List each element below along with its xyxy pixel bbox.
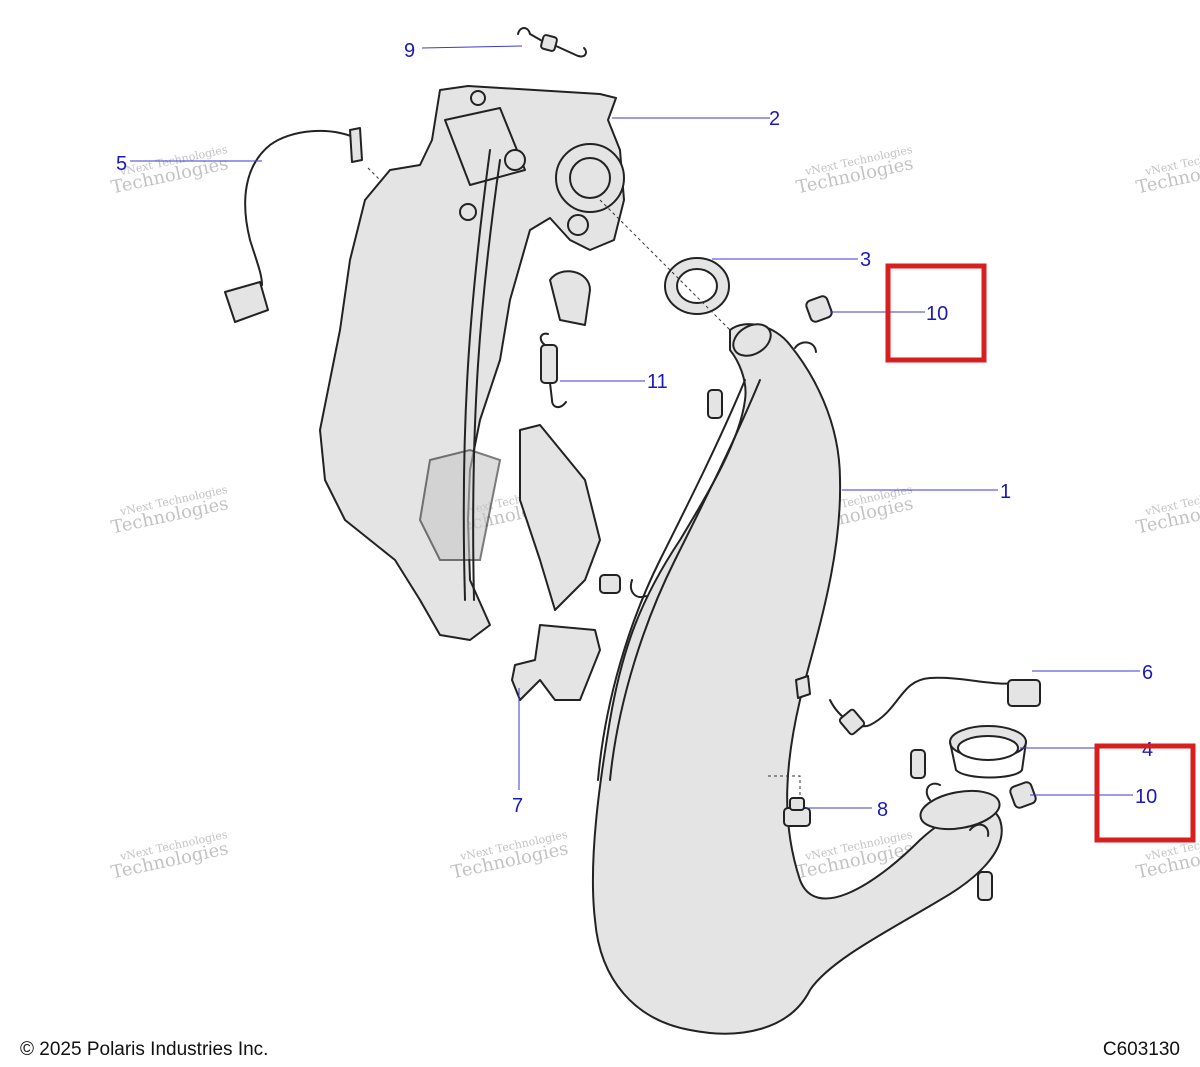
heat-shield-bracket — [519, 270, 601, 611]
spring-pipe-lower — [910, 749, 926, 779]
watermark: vNext Technologies Technologies — [1134, 828, 1200, 884]
watermark: vNext Technologies Technologies — [794, 143, 915, 199]
watermark: vNext Technologies Technologies — [1134, 143, 1200, 199]
callout-10-lower[interactable]: 10 — [1135, 786, 1157, 808]
spring-10-upper — [805, 295, 833, 323]
watermark: vNext Technologies Technologies — [109, 483, 230, 539]
spring-pipe-left — [707, 389, 723, 419]
highlight-box-10-lower — [1094, 743, 1196, 843]
nut — [599, 574, 647, 598]
gasket-3 — [664, 257, 730, 315]
callouts: 9 2 5 3 10 11 1 6 4 10 7 8 — [116, 40, 1157, 821]
callout-8[interactable]: 8 — [877, 799, 888, 821]
alignment-dash-line — [599, 199, 731, 331]
copyright-notice: © 2025 Polaris Industries Inc. — [20, 1039, 269, 1060]
watermark: vNext Technologies Technologies — [1134, 483, 1200, 539]
callout-10-upper[interactable]: 10 — [926, 303, 948, 325]
spring-11 — [539, 332, 567, 408]
callout-5[interactable]: 5 — [116, 153, 127, 175]
heat-shield-7 — [511, 624, 601, 701]
watermark: vNext Technologies Technologies — [449, 828, 570, 884]
callout-6[interactable]: 6 — [1142, 662, 1153, 684]
muffler-body — [319, 85, 625, 641]
callout-2[interactable]: 2 — [769, 108, 780, 130]
o2-sensor-6 — [795, 675, 1041, 736]
callout-9[interactable]: 9 — [404, 40, 415, 62]
highlight-box-10-upper — [885, 263, 987, 363]
exhaust-pipe — [591, 323, 1003, 1035]
callout-4[interactable]: 4 — [1142, 739, 1153, 761]
spring-pipe-bottom — [977, 871, 993, 901]
leader-lines — [130, 45, 1140, 809]
callout-3[interactable]: 3 — [860, 249, 871, 271]
spring-10-lower — [1009, 781, 1037, 809]
watermark: vNext Technologies Technologies — [109, 828, 230, 884]
callout-1[interactable]: 1 — [1000, 481, 1011, 503]
callout-7[interactable]: 7 — [512, 795, 523, 817]
spring-9 — [517, 27, 587, 58]
gasket-4 — [949, 725, 1027, 779]
diagram-code: C603130 — [1102, 1039, 1180, 1060]
o2-sensor-5 — [224, 127, 381, 323]
callout-11[interactable]: 11 — [647, 371, 668, 393]
plug-8 — [768, 775, 811, 827]
leader-9 — [421, 45, 523, 49]
